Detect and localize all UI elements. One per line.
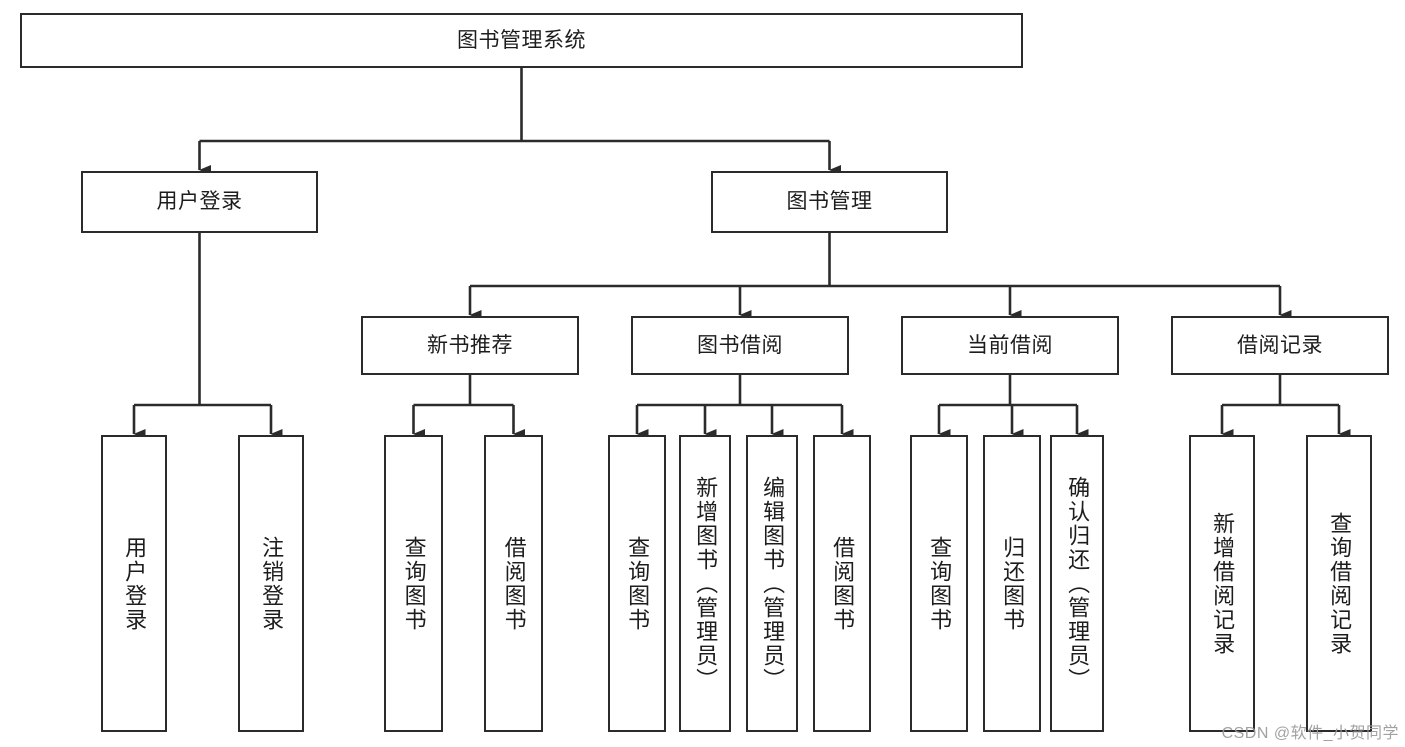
node-label-leaf-borrow-book: 借阅图书 xyxy=(830,535,856,632)
node-leaf-query-book-cur[interactable]: 查询图书 xyxy=(910,435,968,732)
node-leaf-add-record[interactable]: 新增借阅记录 xyxy=(1189,435,1255,732)
node-leaf-confirm-return[interactable]: 确认归还（管理员） xyxy=(1050,435,1104,732)
node-root[interactable]: 图书管理系统 xyxy=(20,13,1023,68)
node-label-leaf-add-record: 新增借阅记录 xyxy=(1210,511,1236,656)
node-label-leaf-add-book: 新增图书（管理员） xyxy=(693,475,719,692)
node-current[interactable]: 当前借阅 xyxy=(901,316,1119,375)
csdn-watermark: CSDN @软件_小贺同学 xyxy=(1221,725,1399,742)
node-label-borrow: 图书借阅 xyxy=(697,333,783,357)
node-leaf-borrow-book-new[interactable]: 借阅图书 xyxy=(484,435,543,732)
node-leaf-add-book[interactable]: 新增图书（管理员） xyxy=(679,435,731,732)
node-label-bookmgmt: 图书管理 xyxy=(786,190,873,214)
node-bookmgmt[interactable]: 图书管理 xyxy=(711,171,948,233)
node-label-leaf-user-login: 用户登录 xyxy=(122,535,148,632)
node-leaf-edit-book[interactable]: 编辑图书（管理员） xyxy=(746,435,798,732)
node-newbook[interactable]: 新书推荐 xyxy=(361,316,579,375)
node-label-leaf-query-book: 查询图书 xyxy=(625,535,651,632)
node-label-records: 借阅记录 xyxy=(1237,333,1323,357)
node-label-leaf-query-book-cur: 查询图书 xyxy=(927,535,953,632)
node-leaf-query-record[interactable]: 查询借阅记录 xyxy=(1306,435,1372,732)
node-leaf-borrow-book[interactable]: 借阅图书 xyxy=(813,435,871,732)
node-label-leaf-query-record: 查询借阅记录 xyxy=(1327,511,1353,656)
node-records[interactable]: 借阅记录 xyxy=(1171,316,1389,375)
node-label-leaf-logout: 注销登录 xyxy=(259,535,285,632)
node-leaf-logout[interactable]: 注销登录 xyxy=(238,435,304,732)
node-label-leaf-edit-book: 编辑图书（管理员） xyxy=(760,475,786,692)
node-label-leaf-return-book: 归还图书 xyxy=(1000,535,1026,632)
node-label-login: 用户登录 xyxy=(156,190,243,214)
node-label-newbook: 新书推荐 xyxy=(427,333,513,357)
node-label-current: 当前借阅 xyxy=(967,333,1053,357)
node-label-leaf-confirm-return: 确认归还（管理员） xyxy=(1065,475,1091,692)
node-label-root: 图书管理系统 xyxy=(457,28,586,52)
node-label-leaf-borrow-book-new: 借阅图书 xyxy=(501,535,527,632)
node-leaf-user-login[interactable]: 用户登录 xyxy=(101,435,167,732)
node-leaf-query-book-new[interactable]: 查询图书 xyxy=(384,435,443,732)
node-label-leaf-query-book-new: 查询图书 xyxy=(401,535,427,632)
node-borrow[interactable]: 图书借阅 xyxy=(631,316,849,375)
node-leaf-return-book[interactable]: 归还图书 xyxy=(983,435,1041,732)
node-login[interactable]: 用户登录 xyxy=(81,171,318,233)
node-leaf-query-book[interactable]: 查询图书 xyxy=(608,435,666,732)
